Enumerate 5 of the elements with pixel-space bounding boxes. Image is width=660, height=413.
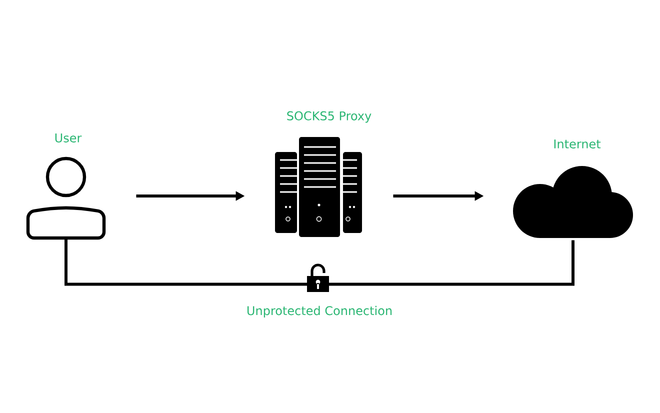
- edge-label: Unprotected Connection: [245, 304, 394, 318]
- node-label: SOCKS5 Proxy: [287, 111, 372, 123]
- node-label: User: [55, 134, 82, 142]
- node-label: Internet: [554, 140, 601, 148]
- connector-line: [64, 239, 574, 286]
